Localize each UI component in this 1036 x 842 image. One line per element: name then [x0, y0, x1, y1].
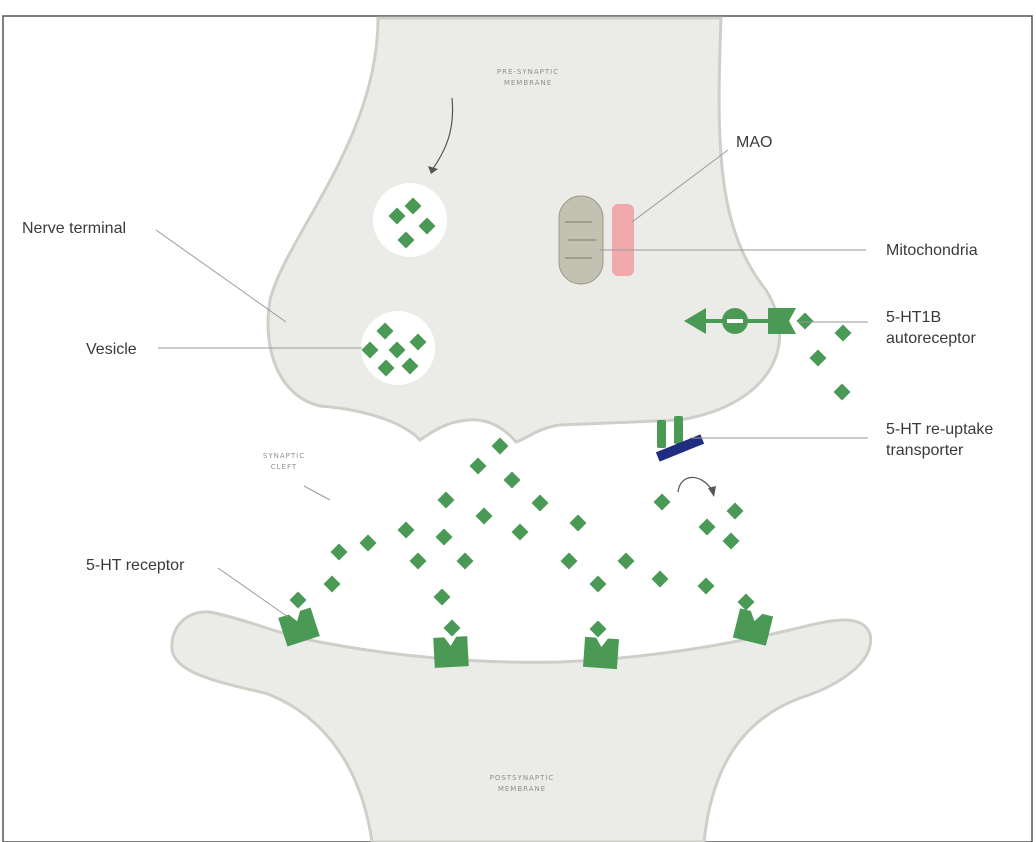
serotonin-molecule: [491, 437, 509, 455]
serotonin-molecule: [722, 532, 740, 550]
serotonin-molecule: [653, 493, 671, 511]
serotonin-molecule: [409, 552, 427, 570]
receptor-group: [278, 607, 774, 670]
serotonin-molecule: [560, 552, 578, 570]
serotonin-molecule: [443, 619, 461, 637]
serotonin-molecule: [289, 591, 307, 609]
reuptake-arrow-head: [708, 486, 716, 497]
serotonin-molecule: [589, 620, 607, 638]
serotonin-molecule: [531, 494, 549, 512]
serotonin-molecule: [359, 534, 377, 552]
autoreceptor-label-line2: autoreceptor: [886, 330, 977, 347]
serotonin-molecule: [404, 197, 422, 215]
postsynaptic-receptor-4: [732, 608, 774, 646]
serotonin-molecule: [834, 324, 852, 342]
presynaptic-caption-line1: PRE-SYNAPTIC: [497, 68, 559, 76]
serotonin-molecule: [503, 471, 521, 489]
serotonin-molecule: [469, 457, 487, 475]
transporter-label-line1: 5-HT re-uptake: [886, 421, 993, 438]
nerve-terminal-leader: [155, 229, 287, 323]
mao-label: MAO: [736, 134, 772, 151]
synthesis-arrow-curve: [431, 97, 454, 171]
serotonin-molecule: [617, 552, 635, 570]
serotonin-molecule: [726, 502, 744, 520]
postsynaptic-receptor-3: [582, 636, 620, 670]
inhibition-arrow-icon: [684, 308, 706, 334]
postsynaptic-receptor-1: [278, 607, 320, 647]
receptor-leader: [217, 567, 289, 618]
mitochondrion-cristae: [565, 221, 596, 259]
serotonin-molecule: [456, 552, 474, 570]
nerve-terminal-label: Nerve terminal: [22, 220, 126, 237]
serotonin-molecule: [377, 359, 395, 377]
serotonin-molecule: [437, 491, 455, 509]
vesicle-label: Vesicle: [86, 341, 137, 358]
autoreceptor-label-line1: 5-HT1B: [886, 309, 941, 326]
transporter-left-subunit: [657, 420, 666, 448]
synaptic-cleft-leader: [303, 485, 331, 501]
serotonin-molecule: [433, 588, 451, 606]
mitochondria-label: Mitochondria: [886, 242, 978, 259]
autoreceptor-shape: [768, 308, 796, 334]
serotonin-molecule: [737, 593, 755, 611]
serotonin-molecule: [698, 518, 716, 536]
presynaptic-caption-line2: MEMBRANE: [504, 79, 552, 87]
postsynaptic-terminal: [170, 610, 873, 842]
vesicle-upper: [373, 183, 447, 257]
receptor-label: 5-HT receptor: [86, 557, 185, 574]
serotonin-molecule: [330, 543, 348, 561]
synthesis-arrow-head: [428, 166, 438, 174]
serotonin-molecule: [409, 333, 427, 351]
serotonin-molecule: [589, 575, 607, 593]
synaptic-cleft-caption-line1: SYNAPTIC: [263, 452, 305, 460]
reuptake-arrow-curve: [677, 476, 713, 493]
serotonin-molecule: [511, 523, 529, 541]
serotonin-molecule: [651, 570, 669, 588]
synaptic-cleft-caption-line2: CLEFT: [271, 463, 297, 471]
minus-icon: [727, 319, 743, 323]
transporter-label-line2: transporter: [886, 442, 964, 459]
serotonin-molecule: [475, 507, 493, 525]
mao-enzyme: [612, 204, 634, 276]
serotonin-molecule: [809, 349, 827, 367]
transporter-right-subunit: [674, 416, 683, 444]
serotonin-molecule: [418, 217, 436, 235]
serotonin-molecule: [388, 207, 406, 225]
serotonin-molecule: [796, 312, 814, 330]
serotonin-molecule: [323, 575, 341, 593]
serotonin-molecule: [361, 341, 379, 359]
postsynaptic-caption-line2: MEMBRANE: [498, 785, 546, 793]
serotonin-molecule: [569, 514, 587, 532]
mao-leader: [631, 149, 729, 223]
postsynaptic-caption-line1: POSTSYNAPTIC: [490, 774, 555, 782]
serotonin-molecule: [376, 322, 394, 340]
serotonin-molecule: [388, 341, 406, 359]
transporter-base: [655, 434, 705, 462]
serotonin-molecule: [435, 528, 453, 546]
serotonin-molecule: [401, 357, 419, 375]
postsynaptic-receptor-2: [433, 636, 469, 668]
serotonin-molecule: [397, 521, 415, 539]
serotonin-molecules: [289, 197, 852, 638]
serotonin-molecule: [833, 383, 851, 401]
serotonin-molecule: [697, 577, 715, 595]
serotonin-molecule: [397, 231, 415, 249]
